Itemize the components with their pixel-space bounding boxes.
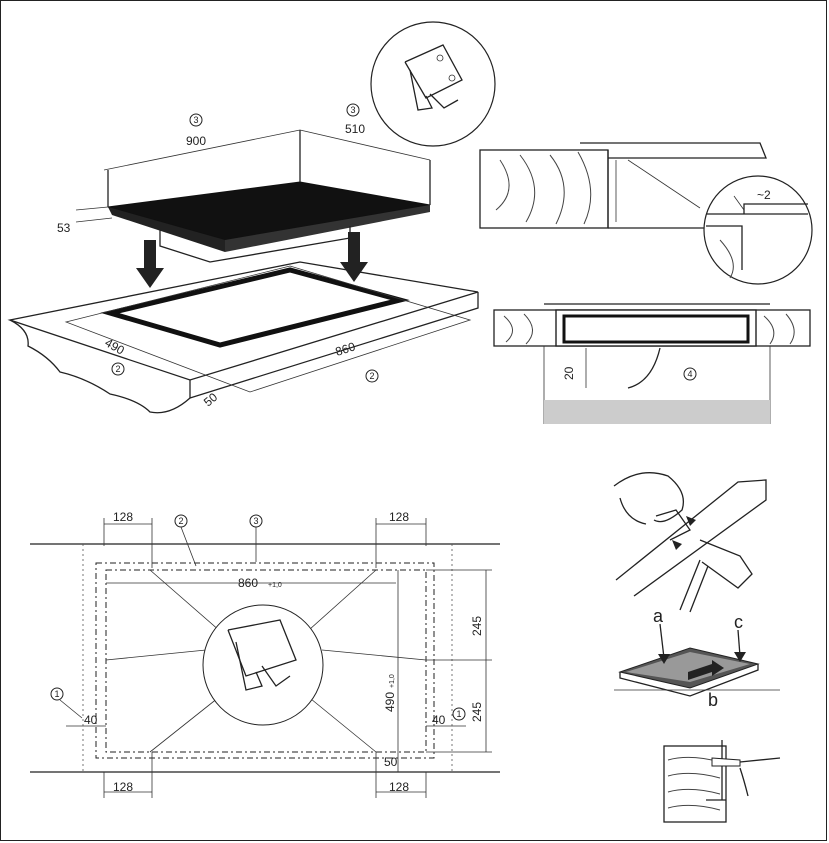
dim-128-bottom-left: 128 xyxy=(113,780,133,794)
hob-side-edge xyxy=(225,205,430,252)
dim-245-top: 245 xyxy=(470,616,484,636)
down-arrow-left xyxy=(136,240,164,288)
dim-245-bottom: 245 xyxy=(470,702,484,722)
ref-4: 4 xyxy=(687,369,692,379)
label-b: b xyxy=(708,690,718,710)
ref-3-width: 3 xyxy=(193,115,198,125)
hob-glass-top xyxy=(107,181,431,241)
clip-screw-detail xyxy=(663,740,781,823)
worktop-perspective: 490 860 50 2 2 xyxy=(7,261,479,414)
clip-install-hand xyxy=(613,472,767,613)
hob-front-edge xyxy=(108,207,225,252)
dim-490-tolerance: +1,0 xyxy=(389,674,396,688)
dim-50-perspective: 50 xyxy=(201,390,220,410)
dim-gap-2: ~2 xyxy=(757,188,771,202)
ref-1-right: 1 xyxy=(456,709,461,719)
dim-20: 20 xyxy=(562,366,576,380)
dim-128-top-left: 128 xyxy=(113,510,133,524)
clip-slide-detail: a c b xyxy=(614,606,780,710)
dim-900: 900 xyxy=(186,134,206,148)
section-hob-in-worktop: 20 4 xyxy=(493,303,811,424)
top-view-plan: 128 128 2 3 860 +1,0 490 +1,0 245 245 40… xyxy=(30,510,500,798)
ref-3-plan: 3 xyxy=(253,516,258,526)
dim-860-tolerance: +1,0 xyxy=(268,582,282,589)
dim-40-left: 40 xyxy=(84,713,98,727)
ref-2-depth: 2 xyxy=(115,364,120,374)
ref-3-depth: 3 xyxy=(350,105,355,115)
dim-128-top-right: 128 xyxy=(389,510,409,524)
dim-490-plan: 490 xyxy=(383,692,397,712)
edge-section-detail: ~2 xyxy=(479,142,813,285)
dim-53: 53 xyxy=(57,221,71,235)
hob-perspective: 900 3 510 3 53 xyxy=(57,103,431,288)
dim-490-perspective: 490 xyxy=(103,335,128,357)
ref-2-plan: 2 xyxy=(178,516,183,526)
dim-50-plan: 50 xyxy=(384,755,398,769)
label-a: a xyxy=(653,606,664,626)
dim-510: 510 xyxy=(345,122,365,136)
dim-860-plan: 860 xyxy=(238,576,258,590)
label-c: c xyxy=(734,612,743,632)
bracket-detail-circle xyxy=(370,21,496,147)
ref-2-width: 2 xyxy=(369,371,374,381)
cutout-outline xyxy=(95,562,435,759)
cutout-opening xyxy=(100,267,410,348)
dim-40-right: 40 xyxy=(432,713,446,727)
dim-860-perspective: 860 xyxy=(334,339,358,359)
dim-128-bottom-right: 128 xyxy=(389,780,409,794)
ref-1-left: 1 xyxy=(54,689,59,699)
